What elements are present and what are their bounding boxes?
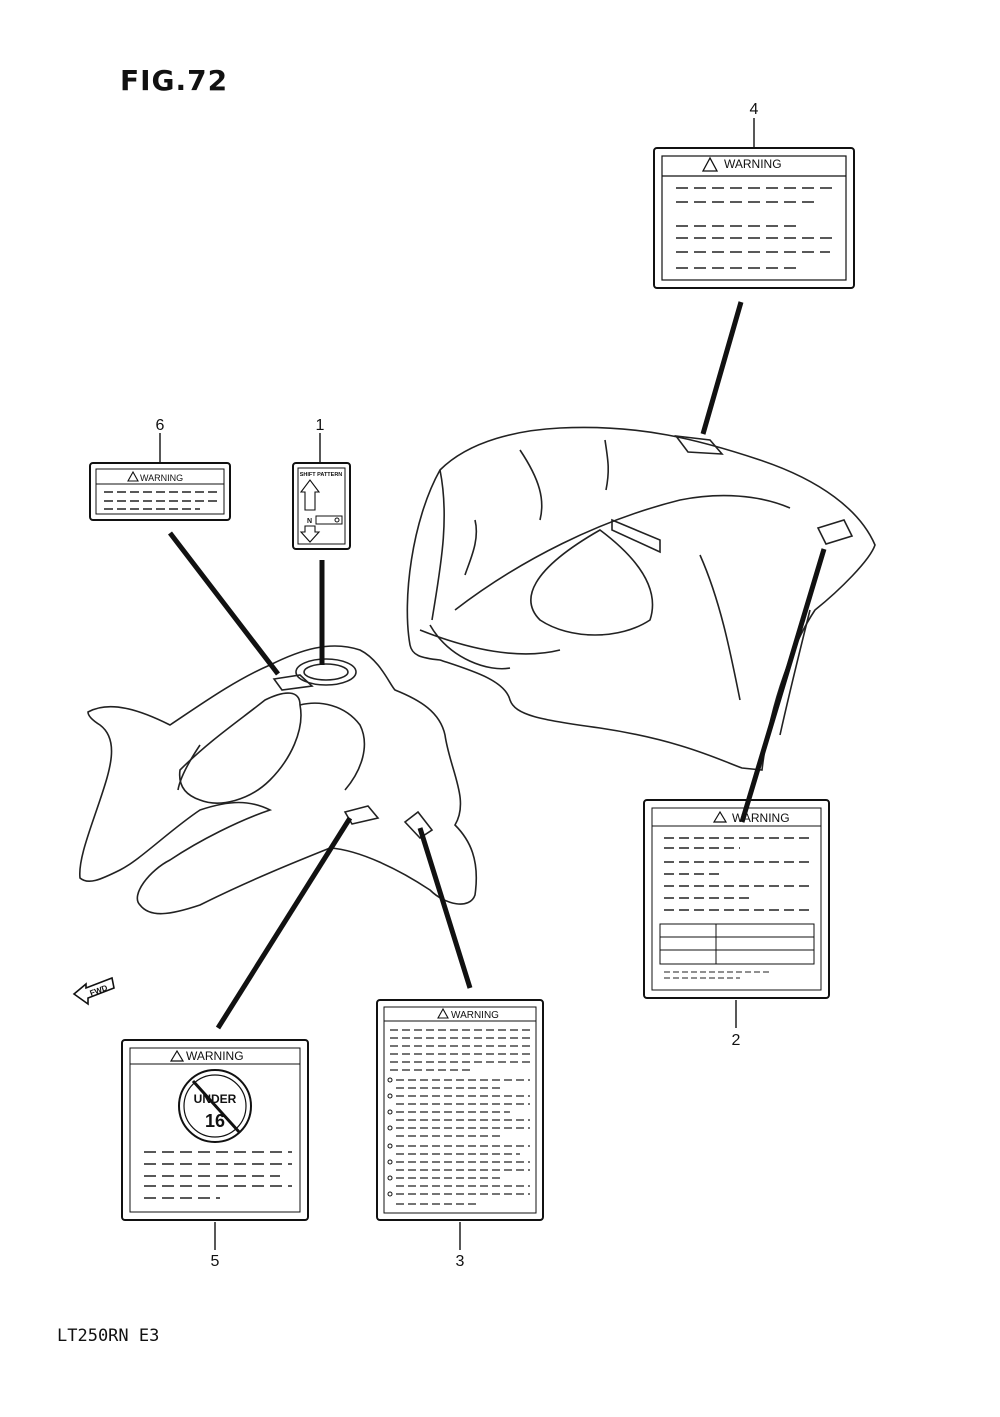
warning-label-6: WARNING [89,462,231,521]
shift-pattern-label-1: SHIFT PATTERN N [292,462,351,550]
callout-1: 1 [316,417,325,434]
warning-triangle-icon [169,1049,185,1062]
warning-label-5: WARNING UNDER 16 [121,1039,309,1221]
shift-down-arrow-icon [299,525,321,543]
front-fender [79,645,478,915]
label-4-heading: WARNING [724,157,782,171]
under-text: UNDER [194,1092,237,1106]
warning-triangle-icon [127,470,139,482]
figure-title: FIG.72 [120,64,229,97]
callout-2: 2 [732,1032,741,1049]
leader-lines [168,301,827,1030]
warning-label-4: WARNING [653,147,855,289]
warning-label-3: WARNING [376,999,544,1221]
shift-neutral-marker: N [307,518,312,525]
callout-4: 4 [750,101,759,118]
callout-ticks [159,118,755,1250]
shift-up-arrow-icon [299,479,321,511]
label-5-heading: WARNING [186,1049,244,1063]
label-3-heading: WARNING [451,1010,499,1021]
model-code: LT250RN E3 [57,1326,160,1346]
label-6-heading: WARNING [140,473,183,483]
warning-label-2: WARNING [643,799,830,999]
callout-5: 5 [211,1253,220,1270]
age-16-text: 16 [205,1111,225,1131]
rear-fender [406,426,876,771]
shift-pattern-heading: SHIFT PATTERN [300,472,343,478]
warning-triangle-icon [437,1007,449,1019]
fwd-arrow-icon: FWD [72,976,115,1006]
no-under-16-icon: UNDER 16 [178,1069,252,1143]
label-2-heading: WARNING [732,811,790,825]
warning-triangle-icon [712,810,728,823]
warning-triangle-icon [701,156,719,172]
callout-6: 6 [156,417,165,434]
callout-3: 3 [456,1253,465,1270]
